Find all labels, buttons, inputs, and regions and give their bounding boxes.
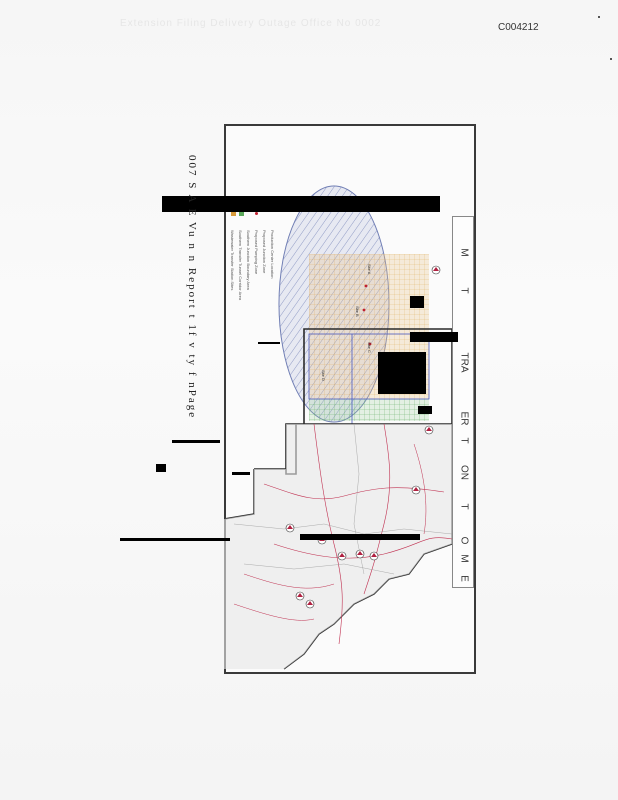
redaction-bar: [410, 332, 458, 342]
scan-speck: [598, 16, 600, 18]
redaction-bar: [410, 296, 424, 308]
site-marker: [305, 599, 315, 609]
legend-swatch: [255, 212, 258, 215]
road: [363, 423, 391, 595]
redaction-bar: [418, 406, 432, 414]
facility-dot: [364, 284, 368, 288]
title-letter: T: [458, 287, 470, 294]
title-letter: M: [458, 248, 470, 257]
map-figure: [224, 185, 453, 670]
redaction-bar: [300, 534, 420, 540]
road: [313, 423, 343, 645]
facility-dot: [362, 308, 366, 312]
road: [413, 443, 427, 535]
minor-road: [243, 563, 395, 575]
redaction-bar: [232, 472, 250, 475]
document-id: C004212: [498, 22, 539, 33]
legend-entry: Proposed Junction Zone: [262, 230, 267, 274]
site-marker: [337, 551, 347, 561]
redaction-bar: [258, 342, 280, 344]
title-letter: T: [458, 437, 470, 444]
site-marker: [355, 549, 365, 559]
legend-entry: Production Center Location: [270, 230, 275, 279]
legend-entry: Southern Transfer Tunnel Corridor Area: [238, 230, 243, 301]
redaction-bar: [120, 538, 230, 541]
road: [233, 603, 315, 621]
title-letter: T: [458, 503, 470, 510]
green-grid-strip: [309, 399, 429, 421]
site-marker: [431, 265, 441, 275]
redaction-bar: [172, 440, 220, 443]
road: [273, 537, 453, 559]
legend-swatch: [231, 212, 236, 216]
facility-dot: [368, 342, 372, 346]
map-label: Site C: [367, 342, 372, 353]
road: [243, 573, 335, 589]
site-marker: [411, 485, 421, 495]
redaction-bar: [156, 464, 166, 472]
rotated-caption: 007 S A E Vu n n Report t 1f v ty f nPag…: [186, 155, 198, 420]
site-marker: [424, 425, 434, 435]
map-title-column: M T TRA ER T ON T O M E: [452, 216, 474, 588]
title-letter: TRA: [458, 352, 470, 373]
green-grid-tint: [309, 399, 429, 421]
title-letter: E: [458, 575, 470, 582]
redaction-bar: [162, 196, 440, 212]
map-legend: Production Center Location Proposed Junc…: [230, 212, 303, 342]
faded-header-strip: Extension Filing Delivery Outage Office …: [120, 18, 382, 29]
scan-speck: [610, 58, 612, 60]
site-marker: [369, 551, 379, 561]
terrain-area: [224, 424, 452, 669]
title-letter: ON: [458, 465, 470, 480]
title-letter: M: [458, 554, 470, 563]
redaction-bar: [378, 352, 426, 394]
title-letter: ER: [458, 411, 470, 426]
legend-entry: Wastewater Transfer Station Sites: [230, 230, 235, 291]
legend-entry: Southern Junction Boundary Area: [246, 230, 251, 290]
map-label: Site D: [321, 370, 326, 381]
map-label: Site A: [367, 264, 372, 275]
minor-road: [353, 423, 365, 575]
road: [263, 483, 445, 500]
legend-entry: Proposed Pumping Zone: [254, 230, 259, 275]
map-label: Site B: [355, 306, 360, 317]
site-marker: [295, 591, 305, 601]
blue-outline-box: [308, 333, 430, 400]
minor-road: [233, 523, 453, 535]
site-marker: [285, 523, 295, 533]
legend-swatch: [239, 212, 244, 216]
